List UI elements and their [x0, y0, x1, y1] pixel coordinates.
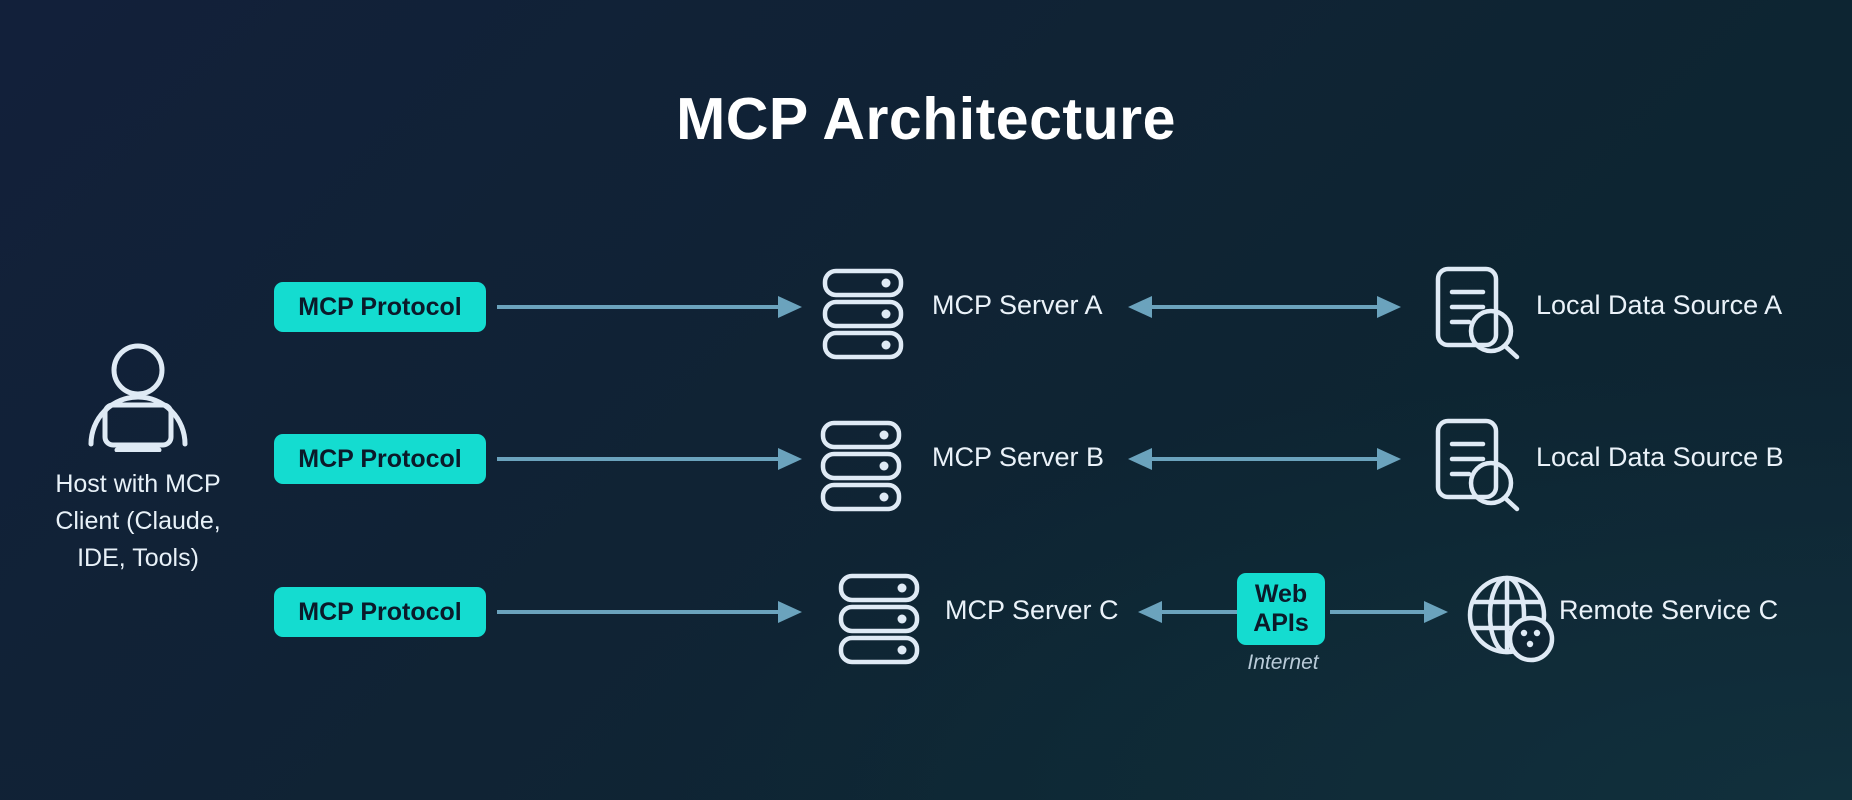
flow-row-server-b: MCP Protocol MCP Server B	[0, 410, 1852, 520]
arrow-webapi-to-server	[1138, 597, 1238, 627]
arrow-webapi-to-remote-service	[1330, 597, 1448, 627]
server-label: MCP Server C	[945, 595, 1119, 625]
server-stack-icon	[822, 268, 904, 365]
mcp-protocol-badge[interactable]: MCP Protocol	[274, 587, 486, 637]
arrow-host-to-server	[497, 444, 802, 474]
internet-label: Internet	[1247, 651, 1319, 674]
server-label: MCP Server A	[932, 290, 1103, 320]
server-stack-icon	[838, 573, 920, 670]
flow-row-server-c: MCP Protocol MCP Server C	[0, 563, 1852, 674]
remote-service-label: Remote Service C	[1559, 595, 1779, 625]
arrow-server-to-datasource	[1128, 292, 1401, 322]
host-node: Host with MCP Client (Claude, IDE, Tools…	[38, 340, 238, 577]
document-search-icon	[1435, 266, 1521, 365]
web-apis-badge[interactable]: Web APIs	[1237, 573, 1325, 645]
user-with-monitor-icon	[88, 343, 188, 452]
globe-icon	[1467, 571, 1555, 668]
host-label: Host with MCP Client (Claude, IDE, Tools…	[55, 470, 221, 572]
mcp-protocol-badge[interactable]: MCP Protocol	[274, 434, 486, 484]
datasource-label: Local Data Source B	[1536, 442, 1784, 472]
server-stack-icon	[820, 420, 902, 517]
datasource-label: Local Data Source A	[1536, 290, 1783, 320]
document-search-icon	[1435, 418, 1521, 517]
server-label: MCP Server B	[932, 442, 1105, 472]
arrow-host-to-server	[497, 292, 802, 322]
arrow-host-to-server	[497, 597, 802, 627]
flow-row-server-a: MCP Protocol MCP Server A	[0, 258, 1852, 368]
mcp-protocol-badge[interactable]: MCP Protocol	[274, 282, 486, 332]
arrow-server-to-datasource	[1128, 444, 1401, 474]
page-title: MCP Architecture	[676, 86, 1176, 152]
